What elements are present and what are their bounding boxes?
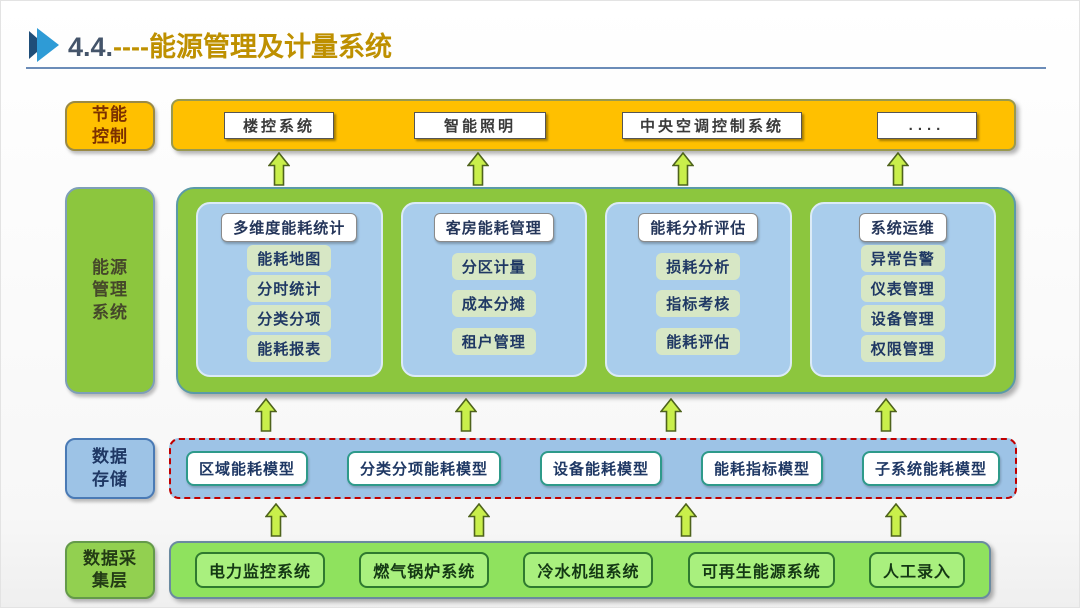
up-arrow-icon — [255, 398, 277, 432]
data-collection-layer-bar: 电力监控系统 燃气锅炉系统 冷水机组系统 可再生能源系统 人工录入 — [169, 541, 991, 599]
up-arrow-icon — [875, 398, 897, 432]
energy-model-box: 子系统能耗模型 — [861, 451, 1000, 486]
function-chip: 能耗评估 — [656, 327, 741, 355]
up-arrow-icon — [887, 152, 909, 186]
title-separator: ---- — [113, 32, 150, 62]
source-system-box: 可再生能源系统 — [687, 552, 835, 588]
source-system-box: 电力监控系统 — [195, 552, 326, 588]
function-chip: 分区计量 — [451, 252, 536, 280]
up-arrow-icon — [268, 152, 290, 186]
function-chip: 设备管理 — [860, 305, 945, 332]
module-column-multidimensional-statistics: 多维度能耗统计 能耗地图 分时统计 分类分项 能耗报表 — [196, 202, 383, 377]
slide-title: 4.4.----能源管理及计量系统 — [28, 25, 392, 64]
energy-model-box: 设备能耗模型 — [539, 451, 662, 486]
function-chip: 损耗分析 — [656, 252, 741, 280]
source-system-box: 燃气锅炉系统 — [359, 552, 490, 588]
source-system-box: 人工录入 — [868, 552, 965, 588]
layer-label-energy-saving-control: 节能 控制 — [65, 101, 155, 151]
function-chip: 仪表管理 — [860, 275, 945, 302]
up-arrow-icon — [455, 398, 477, 432]
title-text: 能源管理及计量系统 — [149, 32, 393, 62]
control-system-box: 楼控系统 — [224, 112, 334, 139]
up-arrow-icon — [675, 503, 697, 537]
up-arrow-icon — [265, 503, 287, 537]
energy-model-box: 能耗指标模型 — [700, 451, 823, 486]
layer-label-data-collection: 数据采 集层 — [65, 541, 155, 599]
up-arrow-icon — [672, 152, 694, 186]
control-system-box: 中央空调控制系统 — [622, 112, 802, 139]
control-layer-bar: 楼控系统 智能照明 中央空调控制系统 .... — [171, 99, 1016, 151]
title-underline — [26, 67, 1046, 69]
source-system-box: 冷水机组系统 — [523, 552, 654, 588]
up-arrow-icon — [885, 503, 907, 537]
function-chip: 租户管理 — [451, 327, 536, 355]
module-column-guestroom-energy: 客房能耗管理 分区计量 成本分摊 租户管理 — [400, 202, 587, 377]
function-chip: 成本分摊 — [451, 290, 536, 317]
module-header: 多维度能耗统计 — [221, 213, 358, 242]
module-column-analysis-evaluation: 能耗分析评估 损耗分析 指标考核 能耗评估 — [605, 202, 792, 377]
layer-label-data-storage: 数据 存储 — [65, 438, 155, 499]
up-arrow-icon — [660, 398, 682, 432]
function-chip: 分时统计 — [247, 275, 332, 302]
up-arrow-icon — [467, 152, 489, 186]
energy-model-box: 区域能耗模型 — [186, 451, 309, 486]
energy-management-layer-box: 多维度能耗统计 能耗地图 分时统计 分类分项 能耗报表 客房能耗管理 分区计量 … — [176, 187, 1016, 394]
module-header: 客房能耗管理 — [433, 213, 554, 242]
module-items: 能耗地图 分时统计 分类分项 能耗报表 — [204, 242, 375, 365]
data-storage-layer-bar: 区域能耗模型 分类分项能耗模型 设备能耗模型 能耗指标模型 子系统能耗模型 — [169, 438, 1017, 499]
module-header: 能耗分析评估 — [638, 213, 759, 242]
function-chip: 权限管理 — [860, 335, 945, 362]
control-system-box: 智能照明 — [414, 112, 546, 139]
module-items: 损耗分析 指标考核 能耗评估 — [613, 242, 784, 365]
up-arrow-icon — [468, 503, 490, 537]
function-chip: 指标考核 — [656, 290, 741, 317]
page-title: 4.4.----能源管理及计量系统 — [68, 25, 392, 64]
function-chip: 分类分项 — [247, 305, 332, 332]
layer-label-energy-management-system: 能源 管理 系统 — [65, 187, 155, 394]
module-items: 分区计量 成本分摊 租户管理 — [409, 242, 580, 365]
module-column-system-operations: 系统运维 异常告警 仪表管理 设备管理 权限管理 — [809, 202, 996, 377]
double-play-triangle-icon — [29, 27, 59, 62]
control-system-box-more: .... — [877, 112, 977, 139]
module-items: 异常告警 仪表管理 设备管理 权限管理 — [818, 242, 989, 365]
energy-model-box: 分类分项能耗模型 — [346, 451, 501, 486]
module-header: 系统运维 — [858, 213, 947, 242]
function-chip: 异常告警 — [860, 245, 945, 272]
title-number: 4.4. — [68, 32, 114, 62]
function-chip: 能耗报表 — [247, 335, 332, 362]
function-chip: 能耗地图 — [247, 245, 332, 272]
